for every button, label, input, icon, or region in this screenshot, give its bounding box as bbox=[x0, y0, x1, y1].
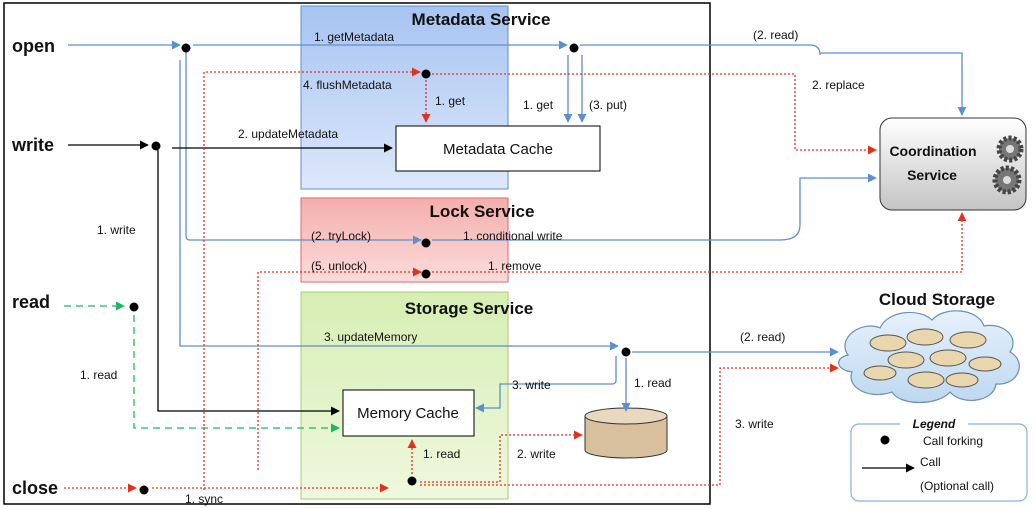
close-operation-label: close bbox=[12, 478, 58, 498]
label-replace: 2. replace bbox=[812, 78, 865, 92]
label-write-write: 1. write bbox=[97, 223, 136, 237]
legend-title: Legend bbox=[913, 417, 956, 431]
label-put: (3. put) bbox=[589, 98, 627, 112]
label-open-read-coord: (2. read) bbox=[753, 28, 798, 42]
gears-icon bbox=[992, 135, 1024, 195]
fork-dot-write bbox=[151, 141, 161, 151]
read-operation-label: read bbox=[12, 292, 50, 312]
write-operation-label: write bbox=[11, 135, 54, 155]
fork-dot-update-memory bbox=[621, 347, 631, 357]
fork-dot-flush bbox=[421, 69, 431, 79]
metadata-service-title: Metadata Service bbox=[412, 10, 551, 29]
storage-disk-icon bbox=[584, 407, 668, 459]
fork-dot-trylock bbox=[421, 238, 431, 248]
label-trylock: (2. tryLock) bbox=[311, 229, 371, 243]
fork-dot-getmetadata bbox=[569, 43, 579, 53]
read-flows bbox=[64, 301, 340, 433]
label-read-read: 1. read bbox=[80, 368, 117, 382]
label-conditional-write: 1. conditional write bbox=[463, 229, 563, 243]
outer-frame bbox=[3, 2, 711, 505]
label-store-read: 1. read bbox=[634, 376, 671, 390]
edge-labels: 1. getMetadata (2. read) 4. flushMetadat… bbox=[80, 28, 865, 506]
coordination-service-line1: Coordination bbox=[889, 143, 976, 159]
close-flows bbox=[64, 67, 967, 493]
fork-dot-sync bbox=[407, 476, 417, 486]
label-read-cloud: (2. read) bbox=[740, 330, 785, 344]
storage-service-title: Storage Service bbox=[405, 299, 534, 318]
label-get: 1. get bbox=[523, 98, 554, 112]
metadata-cache-box bbox=[395, 125, 601, 172]
fork-dot-read bbox=[129, 302, 139, 312]
label-close-read: 1. read bbox=[423, 447, 460, 461]
metadata-cache-label: Metadata Cache bbox=[443, 141, 553, 158]
label-close-write3: 3. write bbox=[735, 417, 774, 431]
cloud-storage-icon bbox=[838, 310, 1020, 403]
lock-service-title: Lock Service bbox=[430, 202, 535, 221]
coordination-service-line2: Service bbox=[907, 167, 957, 183]
fork-dot-open bbox=[181, 43, 191, 53]
label-updatememory: 3. updateMemory bbox=[324, 330, 417, 344]
label-store-write: 3. write bbox=[512, 378, 551, 392]
legend-call-label: Call bbox=[920, 455, 941, 469]
memory-cache-label: Memory Cache bbox=[357, 405, 459, 422]
label-close-write2: 2. write bbox=[517, 447, 556, 461]
legend-fork-dot bbox=[880, 435, 890, 445]
memory-cache-box bbox=[342, 389, 475, 437]
label-remove: 1. remove bbox=[488, 259, 542, 273]
cloud-storage-title: Cloud Storage bbox=[879, 290, 995, 309]
label-sync: 1. sync bbox=[185, 492, 223, 506]
write-flows bbox=[68, 140, 393, 416]
legend: Legend Call forking Call (Optional call) bbox=[850, 416, 1028, 502]
coordination-service-box bbox=[879, 117, 1027, 211]
open-operation-label: open bbox=[12, 36, 55, 56]
label-flush-get: 1. get bbox=[435, 94, 466, 108]
label-unlock: (5. unlock) bbox=[311, 259, 367, 273]
open-flows bbox=[68, 40, 967, 413]
legend-optional-label: (Optional call) bbox=[920, 479, 994, 493]
fork-dot-unlock bbox=[421, 269, 431, 279]
label-updatemetadata: 2. updateMetadata bbox=[238, 127, 338, 141]
label-getmetadata: 1. getMetadata bbox=[314, 30, 394, 44]
fork-dot-close bbox=[139, 485, 149, 495]
legend-fork-label: Call forking bbox=[923, 434, 983, 448]
label-flushmetadata: 4. flushMetadata bbox=[303, 78, 392, 92]
fork-dots bbox=[129, 43, 631, 495]
